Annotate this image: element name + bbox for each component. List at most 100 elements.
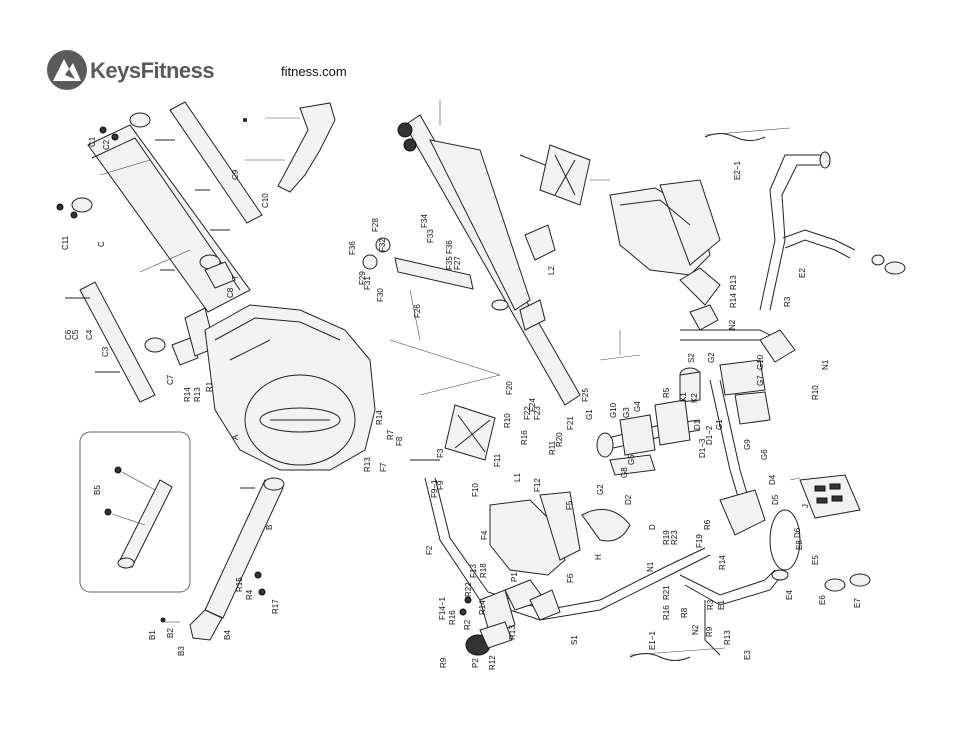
label-g3: G3 <box>622 407 631 418</box>
label-r12: R12 <box>488 655 497 670</box>
label-e1: E1 <box>717 600 726 610</box>
keys-fitness-logo <box>47 50 87 90</box>
main-shroud <box>204 304 376 471</box>
label-f10: F10 <box>471 483 480 497</box>
tube-b <box>160 477 285 641</box>
label-n2b: N2 <box>691 624 700 635</box>
label-r16b: R16 <box>448 610 457 625</box>
label-f6: F6 <box>566 573 575 583</box>
label-f27: F27 <box>453 256 462 270</box>
label-r4: R4 <box>245 589 254 600</box>
label-e2: E2 <box>798 268 807 278</box>
label-r14c: R14 <box>478 600 487 615</box>
label-f29: F29 <box>358 271 367 285</box>
label-n1b: N1 <box>646 561 655 572</box>
label-a: A <box>231 434 240 440</box>
label-f33: F33 <box>426 229 435 243</box>
label-r14d: R14 <box>729 293 738 308</box>
label-f36: F36 <box>348 241 357 255</box>
label-r23: R23 <box>670 530 679 545</box>
label-f22: F22 <box>523 406 532 420</box>
bracket-c9 <box>245 102 336 193</box>
label-f23: F23 <box>533 406 542 420</box>
label-d1-3: D1−3 <box>698 438 707 458</box>
label-f13: F13 <box>469 564 478 578</box>
handlebar-upper <box>704 127 906 311</box>
label-r20: R20 <box>555 432 564 447</box>
label-d1: D1 <box>693 419 702 430</box>
link-arm-assembly <box>362 100 610 406</box>
label-f9-1: F9−1 <box>430 479 439 498</box>
label-f35: F35 <box>445 256 454 270</box>
label-g4: G4 <box>633 401 642 412</box>
label-e8: E8 <box>795 540 804 550</box>
label-g7: G7 <box>756 375 765 386</box>
label-l1: L1 <box>513 473 522 482</box>
label-r7: R7 <box>386 429 395 440</box>
label-f28: F28 <box>371 218 380 232</box>
label-g1b: G1 <box>715 419 724 430</box>
label-p2: P2 <box>471 658 480 668</box>
label-d2: D2 <box>624 494 633 505</box>
console <box>789 474 861 519</box>
label-r10: R10 <box>503 413 512 428</box>
label-f11: F11 <box>493 453 502 467</box>
label-l2: L2 <box>547 266 556 275</box>
label-k1: K1 <box>679 392 688 402</box>
label-f8: F8 <box>395 436 404 446</box>
label-r11: R11 <box>548 440 557 455</box>
label-c9: C9 <box>231 169 240 180</box>
label-r16c: R16 <box>662 605 671 620</box>
label-h: H <box>594 554 603 560</box>
label-r21: R21 <box>662 585 671 600</box>
label-b: B <box>265 525 274 530</box>
label-f21: F21 <box>566 416 575 430</box>
fasteners <box>56 118 255 489</box>
label-f31: F31 <box>363 276 372 290</box>
label-r19: R19 <box>662 530 671 545</box>
label-c1: C1 <box>88 136 97 147</box>
label-r6: R6 <box>703 519 712 530</box>
label-g10: G10 <box>756 354 765 370</box>
label-r18: R18 <box>479 563 488 578</box>
pedal-upper <box>609 179 721 331</box>
label-g9: G9 <box>743 439 752 450</box>
label-c2: C2 <box>102 139 111 150</box>
label-n2: N2 <box>728 319 737 330</box>
crank-assembly <box>581 399 801 571</box>
label-s2: S2 <box>687 353 696 363</box>
label-b1: B1 <box>148 630 157 640</box>
label-r8: R8 <box>680 607 689 618</box>
label-e1-1: E1−1 <box>648 631 657 650</box>
label-n1: N1 <box>821 359 830 370</box>
label-e3: E3 <box>743 650 752 660</box>
label-r13d: R13 <box>729 275 738 290</box>
label-g1: G1 <box>585 409 594 420</box>
label-r13b: R13 <box>363 457 372 472</box>
label-c11: C11 <box>61 235 70 250</box>
label-f14-1: F14−1 <box>438 597 447 620</box>
label-r13: R13 <box>193 387 202 402</box>
label-k2: K2 <box>690 393 699 403</box>
label-r17: R17 <box>271 599 280 614</box>
label-c8: C8 <box>226 287 235 298</box>
label-f19: F19 <box>695 534 704 548</box>
label-e5: E5 <box>811 555 820 565</box>
label-g2: G2 <box>707 352 716 363</box>
label-c3: C3 <box>101 346 110 357</box>
label-g8: G8 <box>620 467 629 478</box>
label-e7: E7 <box>853 598 862 608</box>
inset-detail-box <box>79 431 191 593</box>
label-f34: F34 <box>420 214 429 228</box>
label-f5: F5 <box>565 500 574 510</box>
label-r13e: R13 <box>723 630 732 645</box>
label-c5: C5 <box>71 329 80 340</box>
label-f4: F4 <box>480 530 489 540</box>
inset-part <box>104 466 173 569</box>
label-r16: R16 <box>520 430 529 445</box>
label-s1: S1 <box>570 635 579 645</box>
label-d6: D6 <box>793 527 802 538</box>
label-f36b: F36 <box>445 240 454 254</box>
brand-name: KeysFitness <box>90 58 215 83</box>
